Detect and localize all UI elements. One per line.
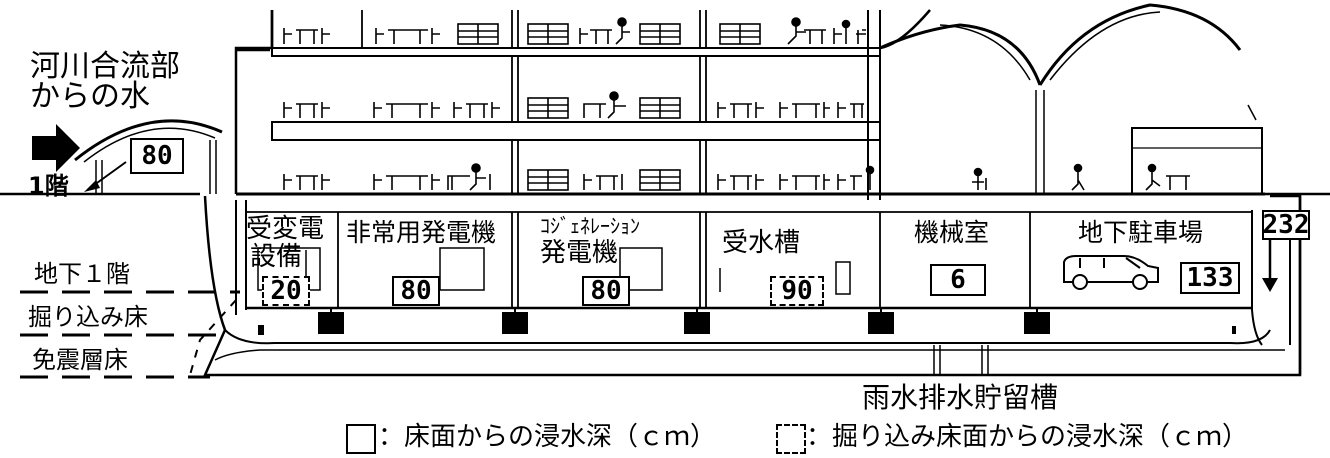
arch-inner-right — [1049, 11, 1161, 81]
person-icon — [583, 91, 626, 119]
person-icon — [837, 165, 875, 190]
depth-box-right-shaft: 232 — [1262, 210, 1310, 240]
shelf-icon — [639, 23, 681, 45]
shelf-icon — [457, 23, 499, 45]
car-icon — [1063, 255, 1159, 290]
table-chairs-icon — [375, 28, 440, 44]
table-chairs-icon — [583, 174, 623, 190]
floor-label-ground: 1階 — [28, 172, 69, 200]
shelf-icon — [639, 97, 681, 119]
room-substation-line2: 設備 — [250, 242, 303, 272]
isolator-pads — [318, 312, 1050, 334]
depth-box-entrance: 80 — [130, 138, 184, 174]
annex-building — [1131, 127, 1263, 194]
basement-bottom-curve — [224, 329, 1271, 345]
person-icon — [1071, 163, 1085, 191]
table-chairs-icon — [283, 174, 330, 190]
floor-label-excavated: 掘り込み床 — [28, 303, 148, 331]
dashed-right-inner — [189, 299, 237, 376]
entrance-post — [95, 140, 217, 194]
seismic-slab — [214, 349, 1285, 361]
table-chairs-icon — [779, 174, 830, 190]
table-chairs-icon — [779, 102, 830, 118]
room-emergency-generator: 非常用発電機 — [346, 218, 497, 247]
water-tank-equipment — [719, 261, 851, 295]
generator-door — [439, 247, 485, 291]
basement-small-block-right — [1232, 326, 1236, 334]
person-icon — [447, 163, 491, 191]
down-arrow-icon — [1262, 278, 1278, 292]
floor-label-seismic: 免震層床 — [32, 346, 128, 374]
entrance-canopy — [74, 119, 223, 162]
arch-inner-left — [939, 24, 1031, 81]
arch-roof-right — [1038, 3, 1242, 86]
rainwater-tank-label: 雨水排水貯留槽 — [862, 381, 1059, 414]
legend-excavated-depth: ：掘り込み床面からの浸水深（ｃｍ） — [806, 422, 1249, 452]
shelf-icon — [527, 169, 569, 191]
basement-outer — [203, 194, 1302, 377]
legend-dashed-box — [776, 424, 806, 454]
arrow-right-icon — [32, 124, 80, 172]
inflow-label-line2: からの水 — [30, 79, 150, 114]
floor-slab-3 — [271, 47, 881, 57]
table-chairs-icon — [579, 17, 630, 45]
person-icon — [787, 17, 826, 45]
room-machine-room: 機械室 — [914, 218, 990, 247]
arch-post — [1035, 90, 1045, 194]
room-dividers — [245, 211, 1252, 308]
table-chairs-icon — [856, 29, 866, 44]
table-chairs-icon — [283, 102, 330, 118]
depth-box-parking: 133 — [1180, 262, 1240, 294]
entrance-pointer-head — [84, 180, 100, 192]
room-cogeneration-line2: 発電機 — [540, 238, 619, 268]
shelf-icon — [719, 23, 761, 45]
column-lines — [361, 10, 707, 194]
depth-box-cogeneration: 80 — [582, 276, 630, 306]
table-chairs-icon — [837, 102, 864, 118]
basement-inner-right — [1251, 210, 1263, 346]
basement-small-block — [258, 325, 264, 335]
pad-columns — [330, 308, 1038, 312]
floor-label-basement1: 地下１階 — [34, 260, 130, 288]
shelf-icon — [639, 169, 681, 191]
rainwater-tank — [933, 345, 989, 375]
table-chairs-icon — [717, 174, 764, 190]
room-cogeneration-line1: ｺｼﾞｪﾈﾚｰｼｮﾝ — [540, 214, 640, 238]
room-parking: 地下駐車場 — [1078, 218, 1204, 247]
shelf-icon — [527, 23, 569, 45]
depth-box-emergency-generator: 80 — [392, 276, 440, 306]
depth-box-substation: 20 — [262, 276, 310, 306]
inflow-label-line1: 河川合流部 — [30, 49, 180, 84]
depth-box-water-tank: 90 — [770, 276, 824, 306]
room-water-tank: 受水槽 — [722, 228, 801, 258]
table-chairs-icon — [283, 28, 330, 44]
table-chairs-icon — [453, 102, 500, 118]
legend-solid-box — [346, 424, 376, 454]
arch-roof-left — [879, 23, 1042, 86]
person-icon — [972, 167, 987, 190]
right-tick — [1247, 104, 1257, 121]
legend-floor-depth: ：床面からの浸水深（ｃｍ） — [378, 422, 717, 452]
entrance-canopy-inner — [83, 127, 216, 163]
shelf-icon — [527, 97, 569, 119]
table-chairs-icon — [717, 102, 764, 118]
room-substation-line1: 受変電 — [246, 214, 325, 244]
table-chairs-icon — [373, 174, 440, 190]
floor-slab-2 — [271, 121, 881, 141]
table-chairs-icon — [373, 102, 440, 118]
table-chairs-icon — [833, 19, 851, 44]
person-icon — [1145, 163, 1190, 191]
depth-box-machine-room: 6 — [930, 264, 986, 296]
